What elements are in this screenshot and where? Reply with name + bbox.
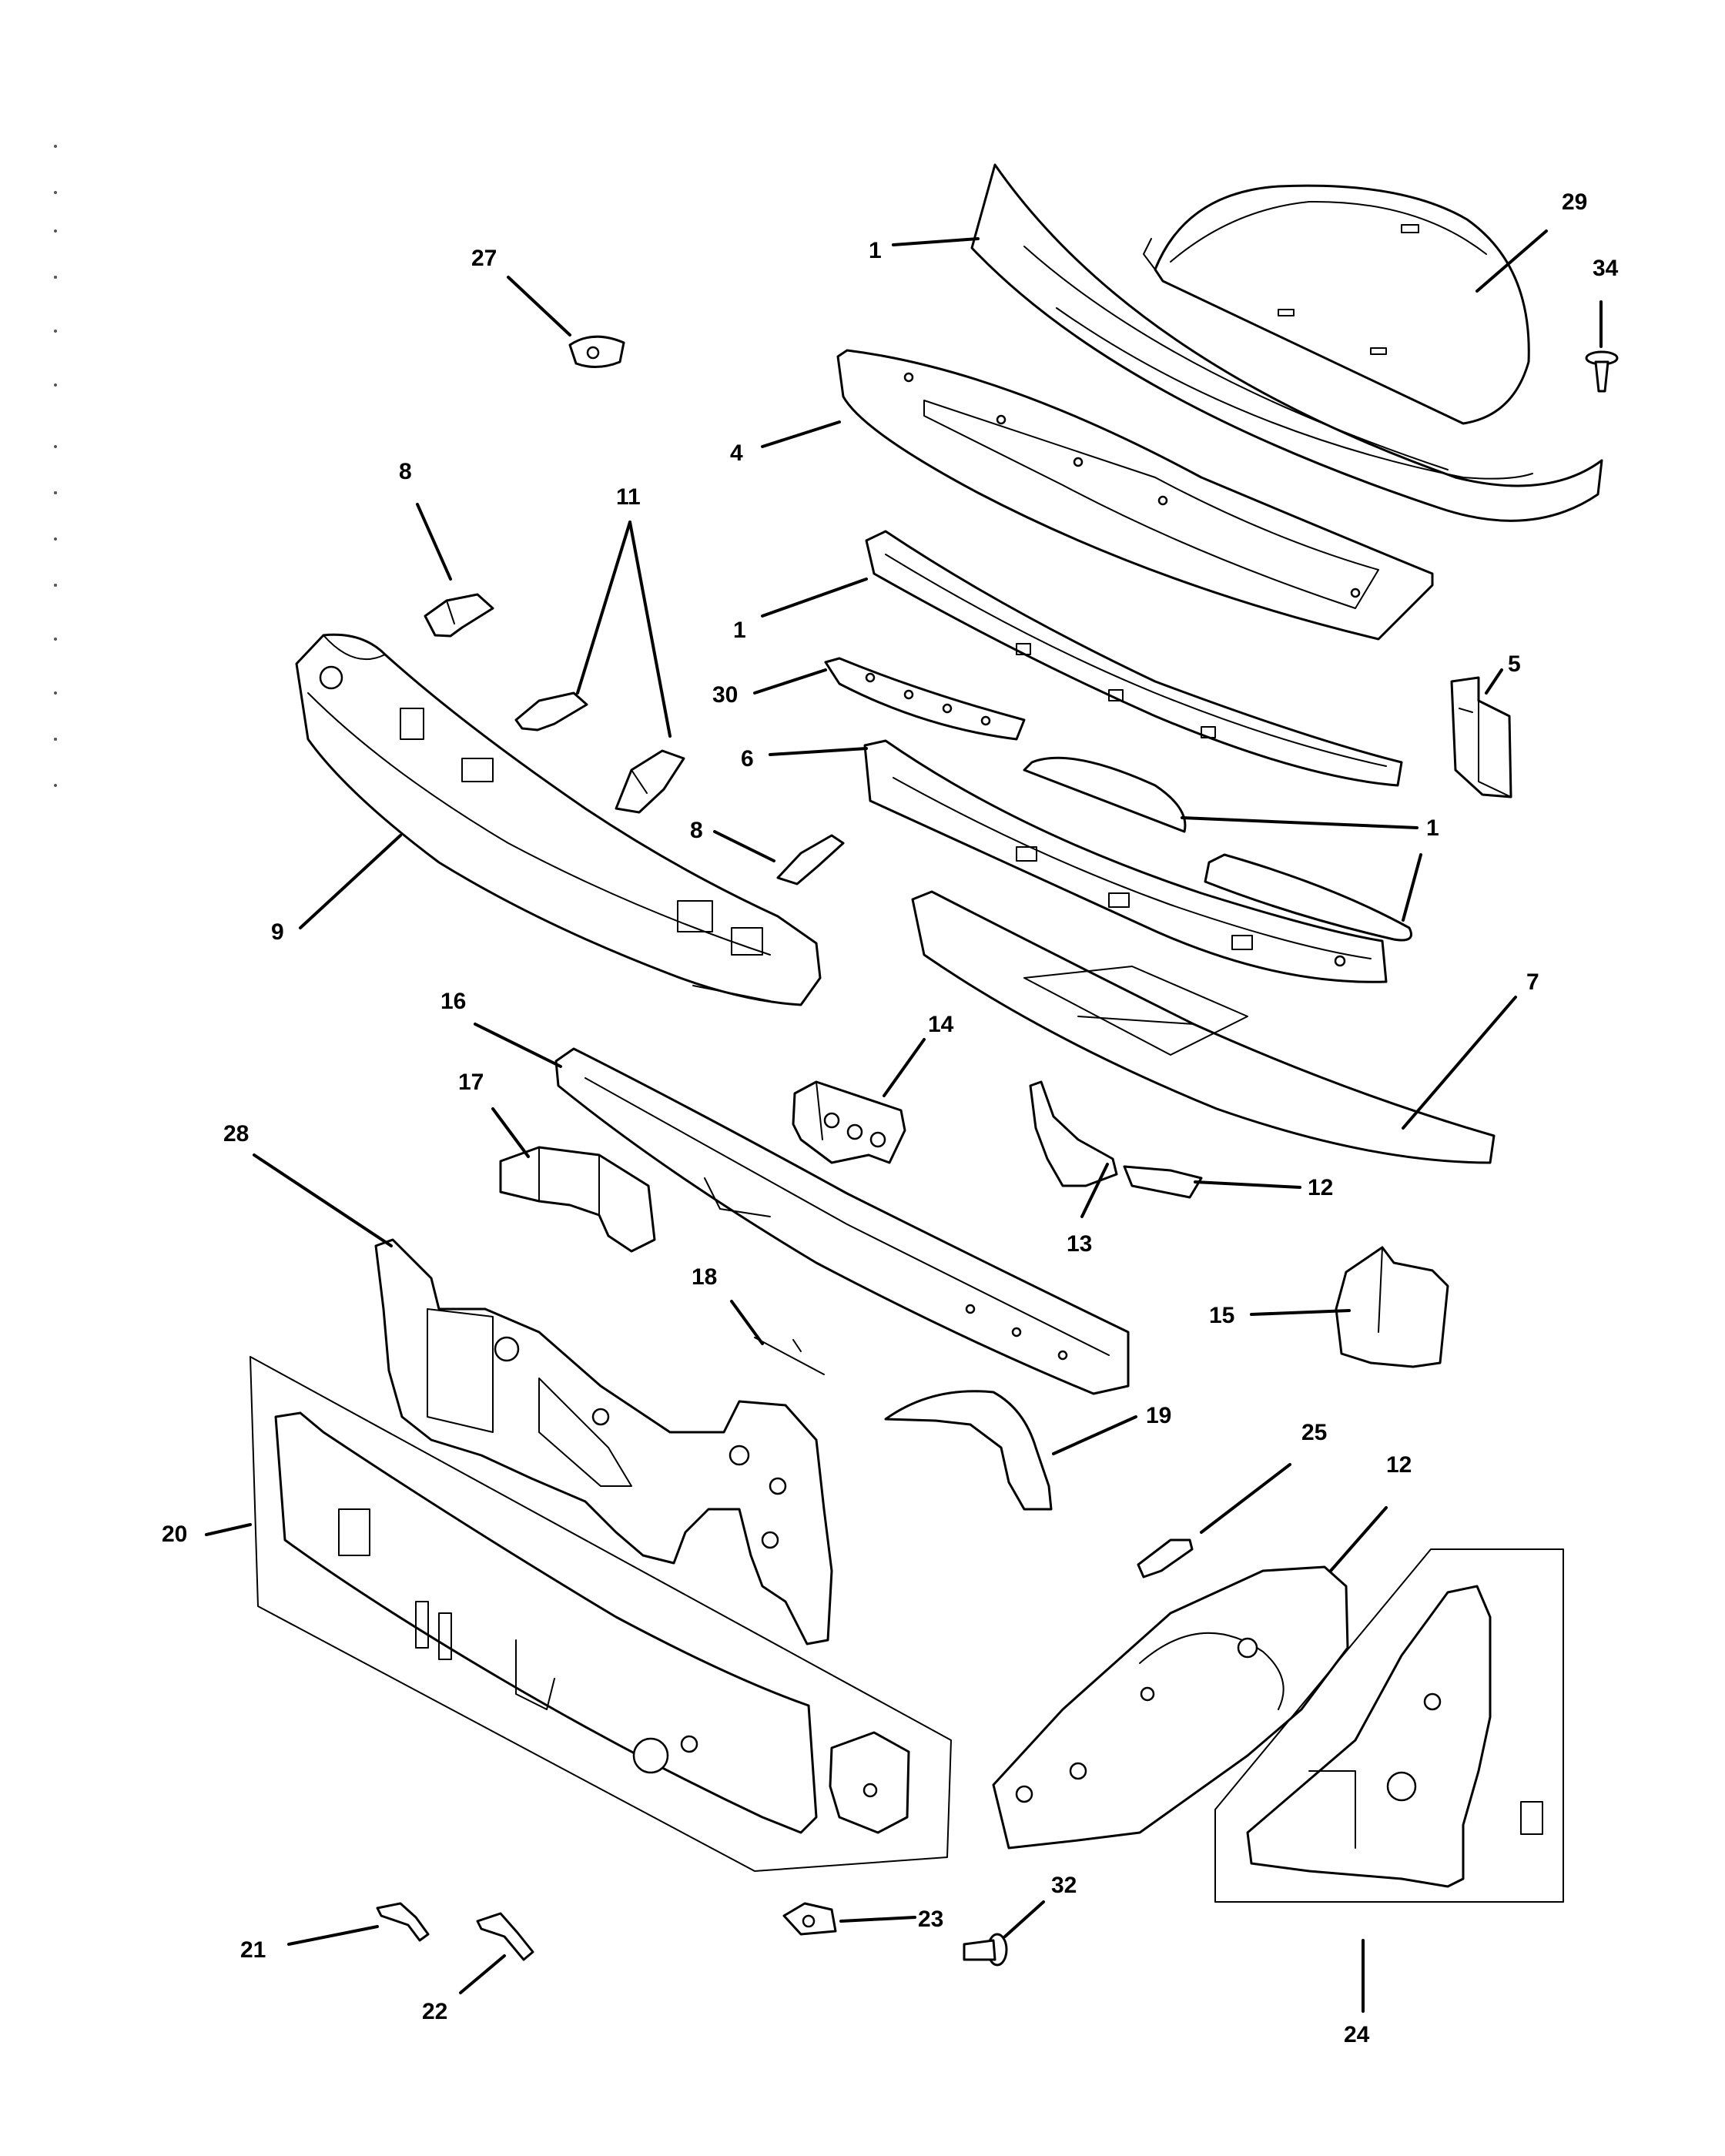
callout-20: 20: [162, 1522, 187, 1547]
locating-pin: [754, 1337, 825, 1375]
brace-clip-lower: [776, 834, 845, 886]
callout-34: 34: [1593, 256, 1619, 281]
dash-upper-rail: [554, 1047, 1130, 1395]
cowl-top-panel: [970, 163, 1603, 522]
clip-22: [476, 1912, 534, 1961]
brace-clip-11a: [514, 691, 588, 732]
callout-16: 16: [440, 989, 466, 1014]
lower-dash-assembly: [250, 1356, 952, 1872]
clip-21: [376, 1902, 430, 1942]
callout-4: 4: [730, 440, 743, 466]
cowl-reinforcement: [863, 739, 1388, 983]
callout-21: 21: [240, 1937, 266, 1963]
callout-9: 9: [271, 919, 284, 945]
cowl-plenum-panel: [836, 349, 1434, 641]
callout-30: 30: [712, 682, 738, 708]
cowl-seal-strip: [865, 530, 1403, 787]
callout-12b: 12: [1386, 1452, 1412, 1478]
plenum-lower-panel: [911, 890, 1496, 1164]
insulator-pad-upper: [1023, 756, 1187, 833]
small-grommet-23: [782, 1902, 837, 1936]
callout-13: 13: [1067, 1231, 1092, 1257]
callout-29: 29: [1562, 189, 1587, 215]
bracket-12-upper: [1123, 1165, 1203, 1199]
side-apron-assembly: [1214, 1548, 1564, 1903]
screw-fastener: [963, 1933, 1008, 1967]
hood-shell: [1143, 184, 1530, 425]
brace-clip-upper: [424, 593, 494, 638]
brace-clip-11b: [615, 749, 685, 814]
leader-lines: [205, 229, 1603, 2013]
channel-bracket: [499, 1146, 656, 1253]
callout-12a: 12: [1308, 1175, 1333, 1200]
gusset-plate: [824, 657, 1026, 741]
callout-11: 11: [616, 484, 641, 510]
bracket-15: [1335, 1246, 1449, 1368]
callout-5: 5: [1508, 651, 1521, 677]
callout-8b: 8: [690, 818, 703, 843]
bracket-13: [1029, 1080, 1118, 1187]
callout-labels: 1 29 34 27 4 8 11 1 30 5 6 8 1 9 7 16 14…: [162, 189, 1619, 2047]
callout-24: 24: [1344, 2022, 1370, 2047]
callout-8a: 8: [399, 459, 412, 484]
callout-1b: 1: [733, 618, 746, 643]
callout-18: 18: [692, 1264, 717, 1290]
callout-25: 25: [1301, 1420, 1327, 1445]
callout-17: 17: [458, 1070, 484, 1095]
cowl-crossmember: [295, 633, 822, 1006]
callout-7: 7: [1526, 969, 1539, 995]
wheelhouse-extension: [884, 1390, 1053, 1511]
mounting-bracket-block: [792, 1080, 906, 1164]
callout-23: 23: [918, 1907, 943, 1932]
clip-25: [1137, 1538, 1194, 1578]
callout-27: 27: [471, 246, 497, 271]
callout-28: 28: [223, 1121, 249, 1147]
callout-19: 19: [1146, 1403, 1171, 1428]
callout-1a: 1: [869, 238, 882, 263]
callout-32: 32: [1051, 1873, 1077, 1898]
callout-22: 22: [422, 1999, 447, 2024]
callout-6: 6: [741, 746, 754, 772]
margin-dots: [54, 145, 57, 787]
callout-15: 15: [1209, 1303, 1234, 1328]
callout-14: 14: [928, 1012, 954, 1037]
shock-tower-apron: [992, 1565, 1349, 1850]
insulator-pad-lower: [1204, 853, 1412, 942]
push-pin-fastener: [1585, 350, 1619, 393]
callout-1c: 1: [1426, 815, 1439, 841]
side-bracket: [1450, 676, 1512, 798]
dash-panel: [374, 1238, 833, 1645]
small-clip: [568, 335, 625, 368]
